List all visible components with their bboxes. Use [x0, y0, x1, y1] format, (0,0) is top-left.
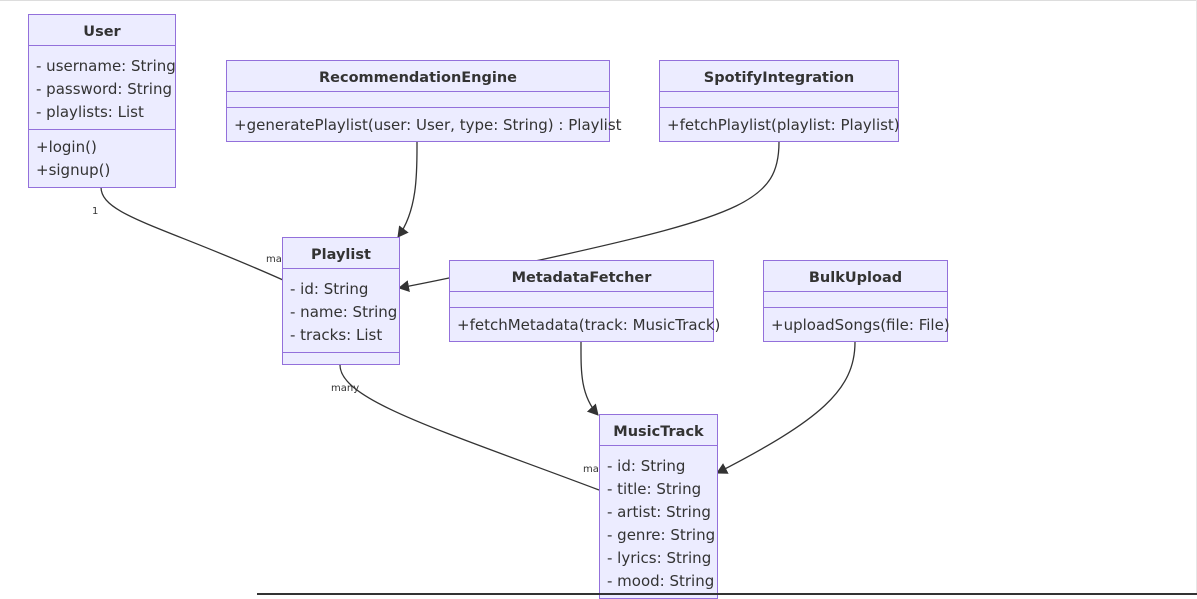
attribute-username: - username: String: [36, 57, 176, 75]
class-user[interactable]: User - username: String - password: Stri…: [28, 14, 176, 188]
class-recommendation-engine-title: RecommendationEngine: [227, 61, 609, 92]
cardinality-track-from-playlist: many: [583, 464, 599, 475]
class-music-track[interactable]: MusicTrack - id: String - title: String …: [599, 414, 718, 599]
class-recommendation-engine-attributes: [227, 92, 609, 108]
class-user-title: User: [29, 15, 175, 46]
cardinality-playlist-to-track: many: [331, 383, 360, 394]
attribute-mood: - mood: String: [607, 572, 715, 590]
class-spotify-integration[interactable]: SpotifyIntegration +fetchPlaylist(playli…: [659, 60, 900, 142]
attribute-password: - password: String: [36, 80, 172, 98]
edge-metadata-musictrack: [580, 341, 599, 416]
edge-bulkupload-musictrack: [716, 341, 856, 474]
class-metadata-fetcher-methods: +fetchMetadata(track: MusicTrack): [450, 308, 721, 337]
method-upload-songs: +uploadSongs(file: File): [771, 316, 950, 334]
attribute-genre: - genre: String: [607, 526, 716, 544]
method-fetch-metadata: +fetchMetadata(track: MusicTrack): [457, 316, 721, 334]
class-spotify-integration-attributes: [660, 92, 898, 108]
class-recommendation-engine-methods: +generatePlaylist(user: User, type: Stri…: [227, 108, 622, 137]
class-bulk-upload-attributes: [764, 292, 947, 308]
class-bulk-upload-methods: +uploadSongs(file: File): [764, 308, 950, 337]
class-recommendation-engine[interactable]: RecommendationEngine +generatePlaylist(u…: [226, 60, 622, 142]
method-login: +login(): [36, 138, 97, 156]
attribute-tracks: - tracks: List: [290, 326, 383, 344]
class-playlist-title: Playlist: [283, 238, 399, 269]
method-signup: +signup(): [36, 161, 111, 179]
class-music-track-title: MusicTrack: [600, 415, 717, 446]
attribute-playlists: - playlists: List: [36, 103, 144, 121]
edge-playlist-musictrack: [339, 364, 600, 491]
top-border: [0, 0, 1197, 1]
attribute-name: - name: String: [290, 303, 398, 321]
cardinality-playlist-from-user: many: [266, 254, 282, 265]
cardinality-user-one: 1: [92, 206, 99, 217]
class-user-attributes: - username: String - password: String - …: [29, 46, 176, 130]
class-bulk-upload-title: BulkUpload: [764, 261, 947, 292]
bottom-border: [257, 593, 1197, 595]
attribute-title: - title: String: [607, 480, 702, 498]
method-generate-playlist: +generatePlaylist(user: User, type: Stri…: [234, 116, 622, 134]
class-user-methods: +login() +signup(): [29, 130, 175, 182]
class-spotify-integration-title: SpotifyIntegration: [660, 61, 898, 92]
class-playlist[interactable]: Playlist - id: String - name: String - t…: [282, 237, 400, 365]
attribute-lyrics: - lyrics: String: [607, 549, 712, 567]
class-metadata-fetcher-attributes: [450, 292, 713, 308]
attribute-id: - id: String: [290, 280, 369, 298]
class-playlist-attributes: - id: String - name: String - tracks: Li…: [283, 269, 399, 353]
attribute-artist: - artist: String: [607, 503, 711, 521]
class-metadata-fetcher-title: MetadataFetcher: [450, 261, 713, 292]
edge-recommendation-playlist: [397, 141, 418, 238]
edge-spotify-playlist: [398, 141, 780, 293]
class-metadata-fetcher[interactable]: MetadataFetcher +fetchMetadata(track: Mu…: [449, 260, 721, 342]
method-fetch-playlist: +fetchPlaylist(playlist: Playlist): [667, 116, 900, 134]
class-spotify-integration-methods: +fetchPlaylist(playlist: Playlist): [660, 108, 900, 137]
edge-user-playlist: [100, 186, 284, 281]
class-bulk-upload[interactable]: BulkUpload +uploadSongs(file: File): [763, 260, 950, 342]
attribute-id: - id: String: [607, 457, 686, 475]
class-music-track-attributes: - id: String - title: String - artist: S…: [600, 446, 717, 593]
